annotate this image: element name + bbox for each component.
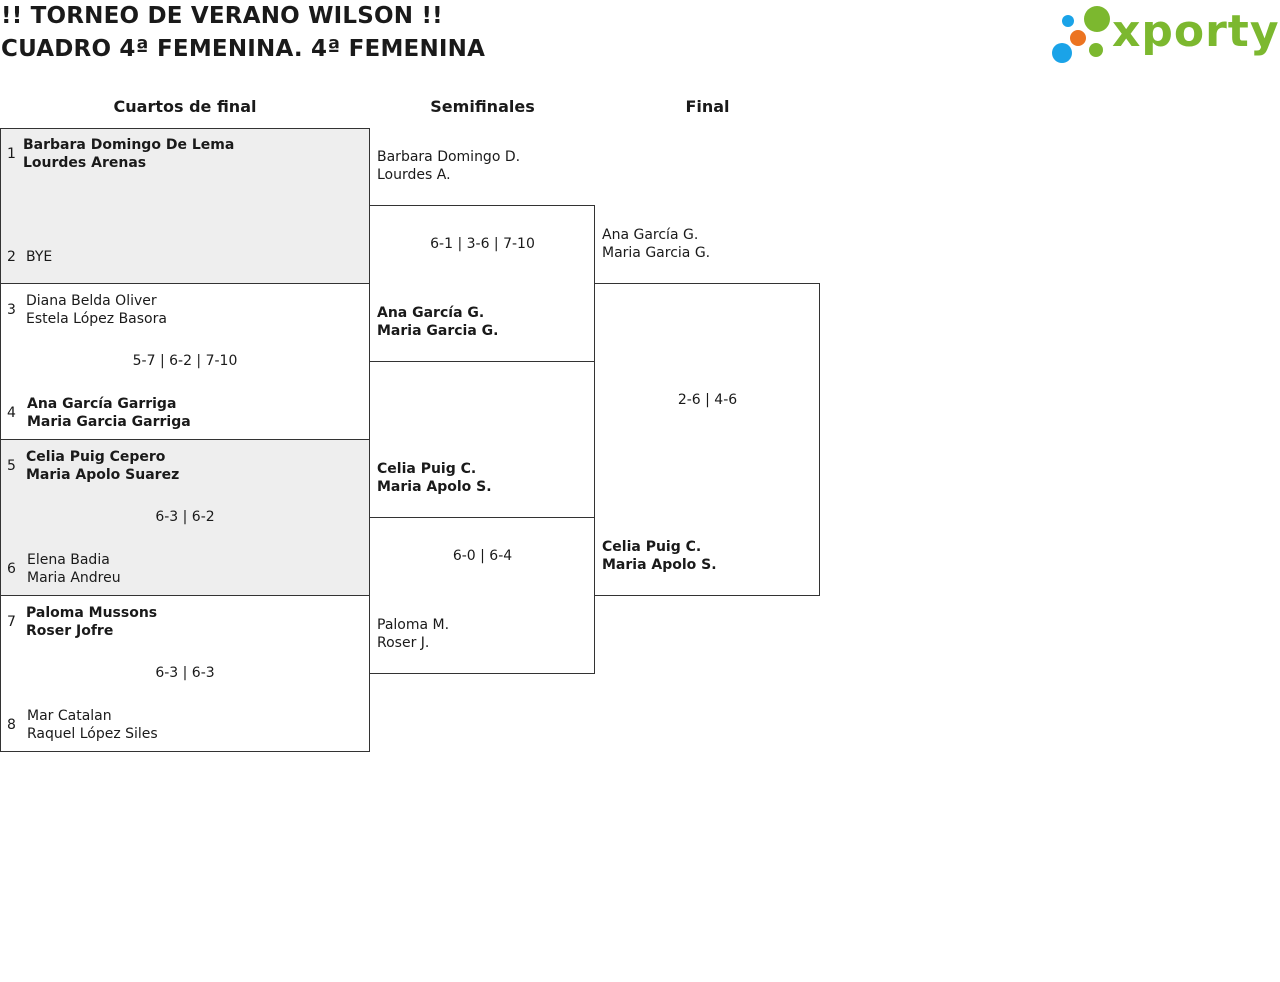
player-name: Lourdes A.	[377, 167, 451, 183]
seed-number: 6	[7, 561, 16, 577]
player-name: BYE	[26, 249, 53, 265]
logo-dot-blue-small	[1062, 15, 1074, 27]
player-name: Elena Badia	[27, 552, 110, 568]
round-header-final: Final	[685, 97, 730, 116]
player-name: Roser J.	[377, 635, 430, 651]
player-name: Barbara Domingo De Lema	[23, 137, 235, 153]
player-name: Estela López Basora	[26, 311, 167, 327]
player-name: Maria Apolo S.	[377, 479, 492, 495]
logo-dot-green-small	[1089, 43, 1103, 57]
player-name: Paloma Mussons	[26, 605, 158, 621]
player-name: Maria Garcia G.	[377, 323, 499, 339]
player-name: Ana García G.	[602, 227, 699, 243]
match-score: 2-6 | 4-6	[677, 392, 738, 408]
player-name: Maria Apolo Suarez	[26, 467, 180, 483]
logo-dot-blue	[1052, 43, 1072, 63]
player-name: Lourdes Arenas	[23, 155, 147, 171]
player-name: Paloma M.	[377, 617, 450, 633]
match-score: 5-7 | 6-2 | 7-10	[132, 353, 238, 369]
xporty-logo: xporty	[1050, 4, 1279, 66]
player-name: Celia Puig C.	[602, 539, 702, 555]
logo-text: xporty	[1112, 6, 1280, 57]
seed-number: 2	[7, 249, 16, 265]
player-name: Mar Catalan	[27, 708, 112, 724]
seed-number: 8	[7, 717, 16, 733]
player-name: Ana García G.	[377, 305, 485, 321]
player-name: Maria Apolo S.	[602, 557, 717, 573]
seed-number: 3	[7, 302, 16, 318]
qf-match-1	[0, 128, 370, 284]
round-header-quarterfinals: Cuartos de final	[113, 97, 257, 116]
player-name: Celia Puig Cepero	[26, 449, 166, 465]
match-score: 6-3 | 6-2	[155, 509, 215, 525]
seed-number: 7	[7, 614, 16, 630]
match-score: 6-1 | 3-6 | 7-10	[430, 236, 535, 252]
tournament-title: !! TORNEO DE VERANO WILSON !!	[1, 3, 443, 29]
player-name: Maria Andreu	[27, 570, 121, 586]
xporty-logo-mark	[1052, 6, 1110, 63]
player-name: Maria Garcia Garriga	[27, 414, 191, 430]
player-name: Raquel López Siles	[27, 726, 158, 742]
seed-number: 1	[7, 146, 16, 162]
player-name: Maria Garcia G.	[602, 245, 711, 261]
seed-number: 4	[7, 405, 16, 421]
logo-dot-orange	[1070, 30, 1086, 46]
final-match	[594, 283, 820, 596]
qf-match-3	[0, 439, 370, 596]
player-name: Roser Jofre	[26, 623, 114, 639]
player-name: Ana García Garriga	[27, 396, 177, 412]
match-score: 6-3 | 6-3	[155, 665, 215, 681]
logo-dot-green	[1084, 6, 1110, 32]
player-name: Barbara Domingo D.	[377, 149, 521, 165]
round-header-semifinals: Semifinales	[430, 97, 535, 116]
draw-subtitle: CUADRO 4ª FEMENINA. 4ª FEMENINA	[1, 36, 486, 62]
player-name: Celia Puig C.	[377, 461, 477, 477]
match-score: 6-0 | 6-4	[452, 548, 513, 564]
seed-number: 5	[7, 458, 16, 474]
player-name: Diana Belda Oliver	[26, 293, 157, 309]
